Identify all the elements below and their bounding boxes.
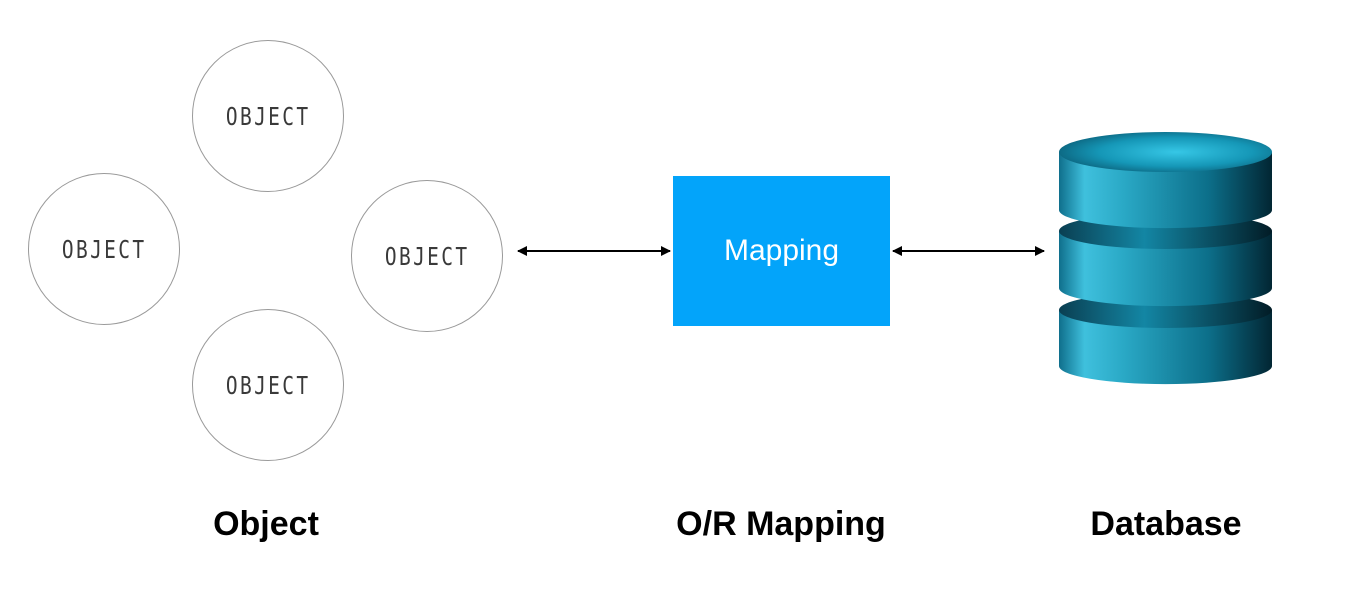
object-label: OBJECT (61, 234, 147, 264)
mapping-label: Mapping (723, 234, 840, 267)
object-circle-top: OBJECT (192, 40, 344, 192)
object-circle-bottom: OBJECT (192, 309, 344, 461)
object-label: OBJECT (225, 101, 311, 131)
object-label: OBJECT (384, 241, 470, 271)
caption-or-mapping: O/R Mapping (676, 505, 886, 543)
database-cylinder-icon (1059, 132, 1272, 385)
db-segment-middle (1059, 231, 1272, 307)
mapping-box: Mapping (673, 176, 890, 326)
object-label: OBJECT (225, 370, 311, 400)
db-segment-top (1059, 152, 1272, 229)
caption-database: Database (1090, 505, 1242, 543)
object-circle-right: OBJECT (351, 180, 503, 332)
caption-object: Object (213, 505, 319, 543)
db-top (1059, 132, 1272, 172)
db-segment-bottom (1059, 310, 1272, 385)
object-circle-left: OBJECT (28, 173, 180, 325)
